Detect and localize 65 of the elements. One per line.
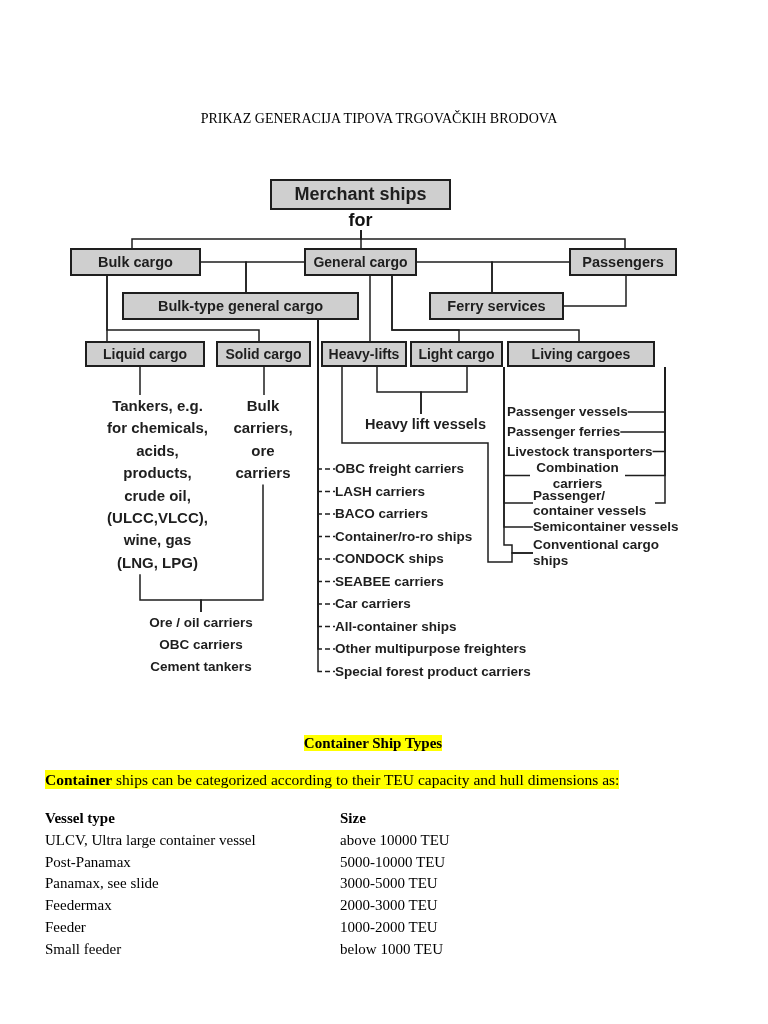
category-box: Light cargo xyxy=(410,341,503,367)
ship-type-text: Car carriers xyxy=(335,594,411,614)
connector-line xyxy=(420,366,468,415)
connector-line xyxy=(391,275,580,342)
ship-type-text: Tankers, e.g. for chemicals, acids, products, crude oil, (ULCC,VLCC), wine, gas (LNG, LPG) xyxy=(103,395,212,575)
category-box: Solid cargo xyxy=(216,341,311,367)
ship-type-text: CONDOCK ships xyxy=(335,549,444,569)
ship-type-text: Conventional cargo ships xyxy=(533,537,668,569)
ship-type-text: Livestock transporters xyxy=(507,442,653,461)
connector-line xyxy=(360,229,626,249)
vessel-type-text: Small feeder xyxy=(45,939,122,958)
connector-line xyxy=(341,366,534,563)
category-box: Bulk-type general cargo xyxy=(122,292,359,320)
vessel-type-text: Feeder xyxy=(45,918,86,936)
connector-line xyxy=(106,275,260,342)
connector-line xyxy=(200,483,264,613)
category-box: Living cargoes xyxy=(507,341,655,367)
section-heading: Container Ship Types xyxy=(303,735,443,751)
ship-type-text: Passenger/ container vessels xyxy=(533,488,655,518)
ship-type-text: OBC freight carriers xyxy=(335,459,465,479)
vessel-type-text: Feedermax xyxy=(45,896,112,915)
connector-line xyxy=(245,261,305,293)
ship-type-text: Semicontainer vessels xyxy=(533,519,679,535)
ship-type-text: BACO carriers xyxy=(335,504,429,524)
column-header: Vessel type xyxy=(45,809,115,827)
connector-line xyxy=(654,366,666,504)
ship-type-text: Combination carriers xyxy=(530,460,625,491)
column-header: Size xyxy=(340,809,366,827)
ship-type-text: OBC carriers xyxy=(159,636,243,655)
category-box: Ferry services xyxy=(429,292,564,320)
size-text: above 10000 TEU xyxy=(340,830,450,849)
size-text: 5000-10000 TEU xyxy=(340,852,446,871)
size-text: 2000-3000 TEU xyxy=(340,896,438,915)
ship-type-text: Special forest product carriers xyxy=(335,661,531,682)
category-box: Liquid cargo xyxy=(85,341,205,367)
size-text: 3000-5000 TEU xyxy=(340,874,438,893)
ship-type-text: Bulk carriers, ore carriers xyxy=(228,395,298,485)
ship-type-text: Other multipurpose freighters xyxy=(335,639,527,659)
size-text: 1000-2000 TEU xyxy=(340,918,438,936)
ship-type-text: Passenger ferries xyxy=(507,422,621,442)
connector-label: for xyxy=(348,210,373,230)
ship-type-text: All-container ships xyxy=(335,616,457,637)
ship-type-text: LASH carriers xyxy=(335,481,426,502)
vessel-type-text: ULCV, Ultra large container vessel xyxy=(45,830,256,849)
connector-line xyxy=(263,366,265,396)
size-text: below 1000 TEU xyxy=(340,939,444,958)
category-box: Heavy-lifts xyxy=(321,341,407,367)
category-box: Passengers xyxy=(569,248,677,276)
ship-type-text: SEABEE carriers xyxy=(335,571,444,592)
vessel-type-text: Panamax, see slide xyxy=(45,874,159,893)
category-box: Merchant ships xyxy=(270,179,451,210)
ship-type-text: Ore / oil carriers xyxy=(149,614,253,632)
ship-type-text: Heavy lift vessels xyxy=(358,414,493,434)
intro-paragraph: Container ships can be categorized according to their TEU capacity and hull dimensions as: xyxy=(45,770,620,789)
category-box: Bulk cargo xyxy=(70,248,201,276)
ship-type-text: Container/ro-ro ships xyxy=(335,526,473,547)
ship-type-text: Cement tankers xyxy=(150,658,252,677)
connector-line xyxy=(491,261,570,293)
ship-type-text: Passenger vessels xyxy=(507,402,628,422)
vessel-type-text: Post-Panamax xyxy=(45,852,131,871)
connector-line xyxy=(369,275,371,342)
page-title: PRIKAZ GENERACIJA TIPOVA TRGOVAČKIH BRODOVA xyxy=(200,111,558,126)
category-box: General cargo xyxy=(304,248,417,276)
connector-line xyxy=(563,275,627,307)
connector-line xyxy=(139,366,141,396)
